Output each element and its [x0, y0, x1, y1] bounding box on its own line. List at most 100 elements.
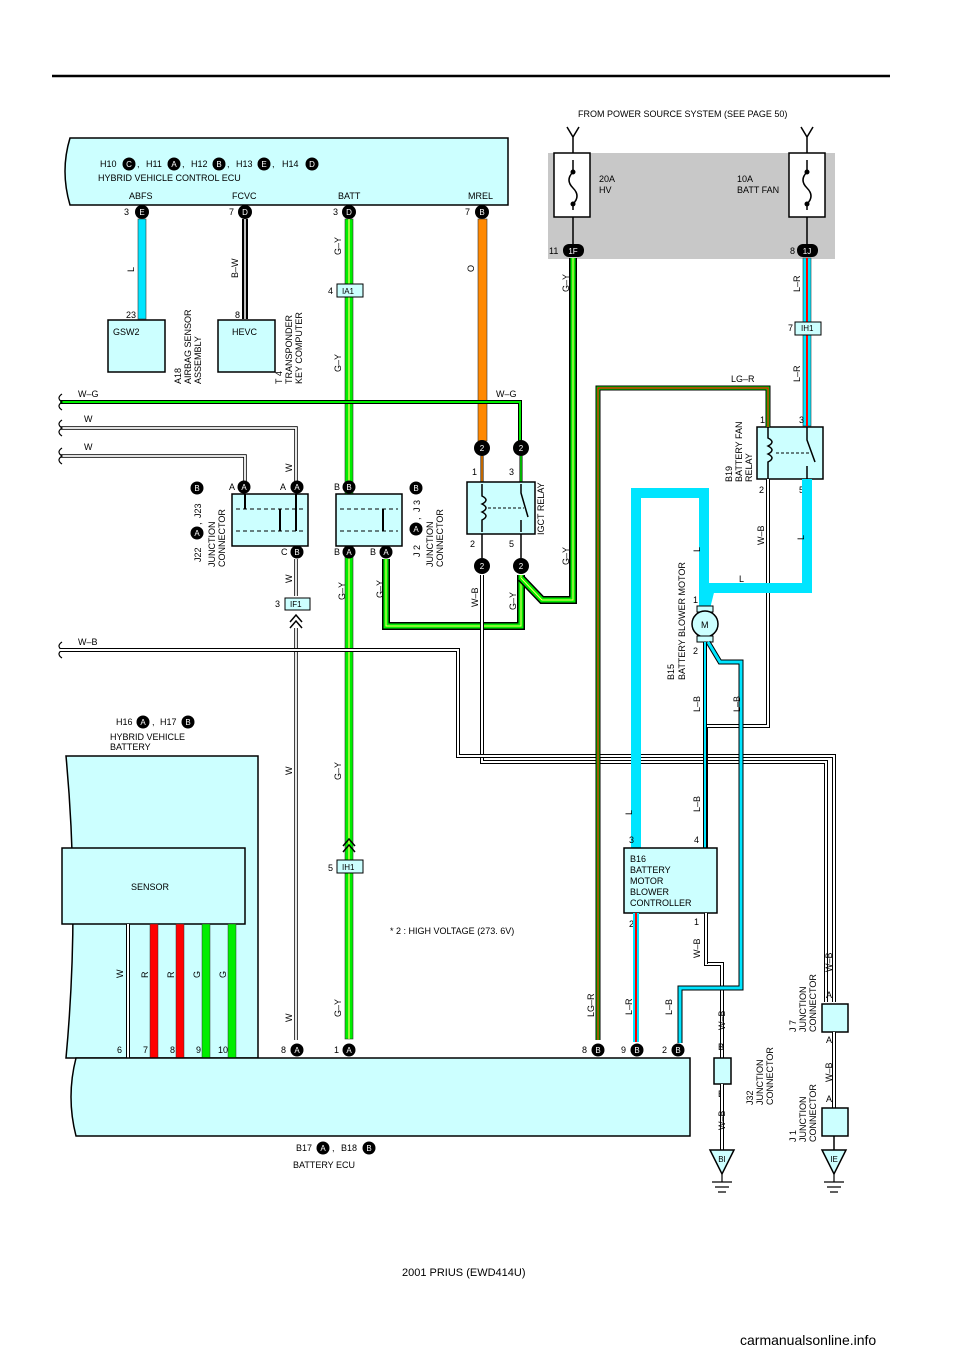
wire-label-wb-relay: W–B	[470, 587, 480, 607]
wire-label-gy-right: G–Y	[561, 274, 571, 292]
junction-j7	[821, 1003, 849, 1033]
wire-label-wb-j32b: W–B	[717, 1110, 727, 1130]
wire-label-fcvc: B–W	[230, 258, 240, 278]
wire-label-w1: W	[84, 414, 93, 424]
wire-gy-j-to-relay	[382, 559, 525, 630]
jc-left-id1: J22	[193, 547, 203, 562]
battery-label: H16 A , H17 B HYBRID VEHICLE BATTERY	[110, 715, 195, 752]
j32-name1: JUNCTION	[755, 1060, 765, 1106]
ih1-top-pin: 7	[788, 323, 793, 333]
controller-p1: 1	[694, 917, 699, 927]
wire-label-lr-mid: L–R	[792, 365, 802, 382]
jc-mid-name1: JUNCTION	[425, 522, 435, 568]
controller-p3: 3	[629, 835, 634, 845]
high-voltage-note: * 2 : HIGH VOLTAGE (273. 6V)	[390, 926, 514, 936]
ecu-code-h11: H11	[146, 159, 162, 169]
wire-label-wb-left: W–B	[78, 637, 98, 647]
battery-ecu-name: BATTERY ECU	[293, 1160, 355, 1170]
transponder-name1: TRANSPONDER	[284, 314, 294, 384]
wire-label-lgr-bottom: LG–R	[586, 993, 596, 1017]
wire-label-lgr: LG–R	[731, 374, 755, 384]
wire-label-w-bottom: W	[284, 1013, 294, 1022]
ecu-code-h10: H10	[100, 159, 117, 169]
power-source-label: FROM POWER SOURCE SYSTEM (SEE PAGE 50)	[578, 109, 787, 119]
battery-pin-8: 8	[170, 1045, 175, 1055]
controller-id: B16	[630, 854, 646, 864]
ecu-code-h12: H12	[191, 159, 208, 169]
relay-p5: 5	[509, 539, 514, 549]
transponder-id: T 4	[274, 371, 284, 384]
pin-mrel-number: 7	[465, 207, 470, 217]
ecu-code-h10-letter: C	[126, 160, 132, 169]
ecu-code-h13: H13	[236, 159, 253, 169]
ecu-pin-w: 8	[281, 1045, 286, 1055]
connector-1f-label: 1F	[568, 247, 577, 256]
battery-name1: HYBRID VEHICLE	[110, 732, 185, 742]
wire-label-lr-top: L–R	[792, 275, 802, 292]
wire-label-gy-relay: G–Y	[561, 547, 571, 565]
jc-left-l1: A	[194, 529, 200, 538]
wire-label-w-a: W	[284, 463, 294, 472]
fan-relay-p1: 1	[760, 415, 765, 425]
relay-p2: 2	[470, 539, 475, 549]
wire-label-sensor-g2: G	[218, 971, 228, 978]
ecu-code-h14: H14	[282, 159, 299, 169]
wire-abfs-blue	[137, 218, 147, 320]
pin-name-batt: BATT	[338, 191, 361, 201]
wire-label-wb-ctrl: W–B	[692, 938, 702, 958]
fuse-fan-pin: 8	[790, 246, 795, 256]
svg-text:,: ,	[332, 1143, 335, 1153]
transponder-terminal: HEVC	[232, 327, 258, 337]
wire-label-sensor-r1: R	[140, 971, 150, 978]
battery-code-h16: H16	[116, 717, 133, 727]
battery-code-h17-letter: B	[185, 718, 190, 727]
pin-mrel-letter: B	[479, 208, 484, 217]
j1-pin-top: A	[826, 1094, 832, 1104]
battery-ecu-box	[70, 1057, 691, 1137]
connector-ih1-top	[794, 321, 822, 336]
battery-name2: BATTERY	[110, 742, 151, 752]
ground-bi	[708, 1149, 736, 1176]
wire-label-wb-j7b: W–B	[824, 1062, 834, 1082]
ecu-code-h11-letter: A	[171, 160, 177, 169]
pin-abfs-letter: E	[139, 208, 144, 217]
jc-mid-bottom-b1: B	[334, 547, 340, 557]
relay-conn-bot2: 2	[519, 562, 524, 571]
jc-left-top-a-label: A	[229, 482, 235, 492]
j32-id: J32	[745, 1090, 755, 1105]
j7-pin-top: A	[826, 990, 832, 1000]
j1-name2: CONNECTOR	[808, 1084, 818, 1142]
jc-mid-l2: B	[413, 484, 418, 493]
j7-name1: JUNCTION	[798, 987, 808, 1033]
jc-mid-bottom-b2: B	[370, 547, 376, 557]
battery-ecu-code1-letter: A	[320, 1144, 326, 1153]
jc-left-bottom-c-label: C	[281, 547, 288, 557]
wire-label-sensor-r2: R	[166, 971, 176, 978]
battery-sensor-label: SENSOR	[131, 882, 170, 892]
wire-label-wg-right: W–G	[496, 389, 517, 399]
transponder-name2: KEY COMPUTER	[294, 312, 304, 384]
pin-batt-letter: D	[346, 208, 352, 217]
wire-label-wg-left: W–G	[78, 389, 99, 399]
ia1-pin: 4	[328, 286, 333, 296]
transponder-box	[217, 319, 276, 373]
fan-relay-p5: 5	[799, 485, 804, 495]
connector-ih1-low-label: IH1	[342, 863, 355, 872]
connector-ia1	[336, 283, 364, 298]
wire-label-lb-ctrl: L–B	[692, 796, 702, 812]
svg-text:,: ,	[182, 159, 185, 169]
wire-label-w2: W	[84, 442, 93, 452]
j1-name1: JUNCTION	[798, 1097, 808, 1143]
relay-conn-top1: 2	[480, 444, 485, 453]
fuse-hv-name: HV	[599, 185, 612, 195]
wire-label-gy-j2: G–Y	[375, 580, 385, 598]
relay-p3: 3	[509, 467, 514, 477]
fuse-hv-rating: 20A	[599, 174, 615, 184]
jc-mid-id1: J 2	[412, 545, 422, 557]
jc-mid-label: B J 3 , A J 2 JUNCTION CONNECTOR	[409, 481, 445, 568]
controller-line1: BATTERY	[630, 865, 671, 875]
battery-ecu-code1: B17	[296, 1143, 312, 1153]
motor-p2: 2	[693, 646, 698, 656]
connector-1j-label: 1J	[803, 247, 811, 256]
j7-id: J 7	[788, 1020, 798, 1032]
